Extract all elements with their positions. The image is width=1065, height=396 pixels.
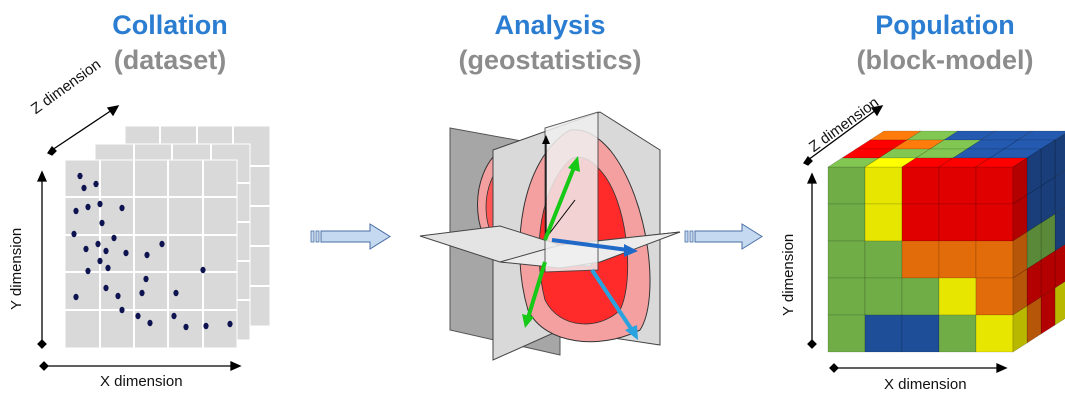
block-face xyxy=(975,240,1014,279)
collation-axes xyxy=(36,105,242,372)
population-title: Population (block-model) xyxy=(835,12,1055,74)
block-face xyxy=(864,314,903,353)
analysis-subtitle: (geostatistics) xyxy=(458,45,642,75)
population-y-axis-label: Y dimension xyxy=(780,233,797,316)
block-face xyxy=(864,166,903,205)
block-face xyxy=(827,166,866,205)
block-face xyxy=(975,166,1014,205)
flow-arrow-1 xyxy=(310,223,391,250)
block-face xyxy=(827,203,866,242)
dataset-sheet-front xyxy=(64,159,238,349)
block-face xyxy=(864,240,903,279)
population-subtitle: (block-model) xyxy=(856,45,1034,75)
block-face xyxy=(901,166,940,205)
population-title-text: Population xyxy=(875,10,1015,40)
block-face xyxy=(827,277,866,316)
analysis-title: Analysis (geostatistics) xyxy=(430,12,670,74)
block-face xyxy=(938,166,977,205)
block-face xyxy=(827,314,866,353)
block-model xyxy=(826,130,1065,353)
sample-points xyxy=(71,172,233,331)
collation-x-axis-label: X dimension xyxy=(100,373,183,390)
collation-subtitle: (dataset) xyxy=(113,45,227,75)
analysis-title-text: Analysis xyxy=(494,10,606,40)
block-face xyxy=(901,203,940,242)
collation-y-axis-label: Y dimension xyxy=(8,227,25,310)
block-face xyxy=(938,240,977,279)
block-side xyxy=(1012,305,1028,353)
population-x-axis-label: X dimension xyxy=(884,376,967,393)
collation-title: Collation (dataset) xyxy=(70,12,270,74)
population-axes xyxy=(803,105,1008,374)
block-face xyxy=(938,203,977,242)
block-face xyxy=(827,240,866,279)
block-face xyxy=(864,203,903,242)
block-face xyxy=(975,314,1014,353)
block-face xyxy=(901,240,940,279)
block-face xyxy=(938,277,977,316)
block-face xyxy=(901,277,940,316)
analysis-diagram xyxy=(419,111,681,361)
block-face xyxy=(975,277,1014,316)
block-face xyxy=(938,314,977,353)
collation-title-text: Collation xyxy=(112,10,228,40)
flow-arrow-2 xyxy=(684,223,763,250)
block-face xyxy=(901,314,940,353)
block-face xyxy=(864,277,903,316)
block-face xyxy=(975,203,1014,242)
